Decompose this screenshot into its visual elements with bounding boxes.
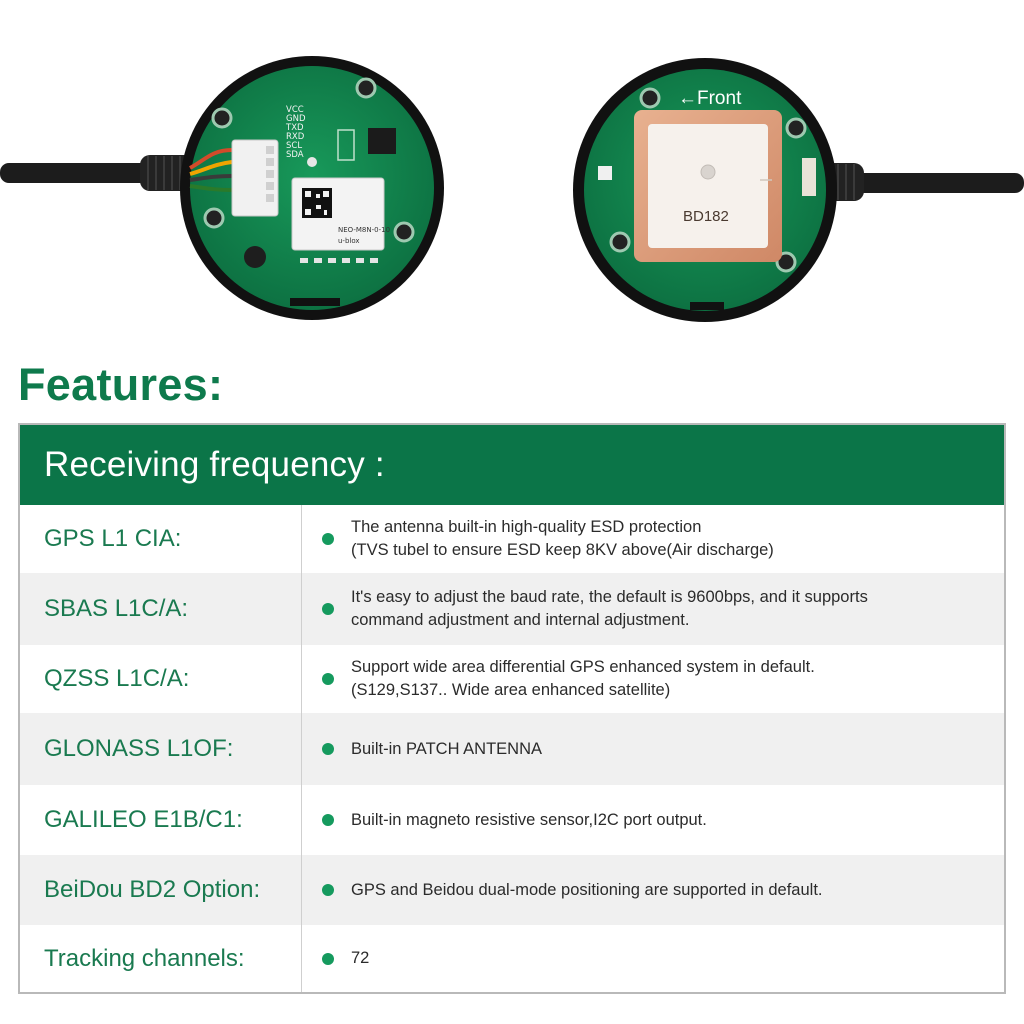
feature-rows: GPS L1 CIA: The antenna built-in high-qu… [20,505,1004,992]
row-description: It's easy to adjust the baud rate, the d… [302,573,1004,645]
row-description: The antenna built-in high-quality ESD pr… [302,505,1004,573]
row-label: GALILEO E1B/C1: [20,785,302,855]
row-description: 72 [302,925,1004,992]
description-line: The antenna built-in high-quality ESD pr… [351,518,702,536]
description-line: Built-in PATCH ANTENNA [351,739,543,758]
section-header: Receiving frequency : [44,445,385,484]
description-line: Support wide area differential GPS enhan… [351,658,815,676]
features-title: Features: [18,359,224,410]
gps-chip-model: NEO-M8N-0-10 [338,226,390,234]
table-row: GPS L1 CIA: The antenna built-in high-qu… [20,505,1004,573]
patch-element [648,124,768,248]
row-description: Support wide area differential GPS enhan… [302,645,1004,713]
cable-left [0,163,150,183]
table-row: GALILEO E1B/C1: Built-in magneto resisti… [20,785,1004,855]
bullet-icon [322,603,334,615]
cable-right [830,173,1024,193]
features-table: Receiving frequency : GPS L1 CIA: The an… [18,423,1006,994]
product-photos: VCC GND TXD RXD SCL SDA NEO-M8N-0-10 u-b… [0,0,1024,340]
table-row: QZSS L1C/A: Support wide area differenti… [20,645,1004,713]
row-label: SBAS L1C/A: [20,573,302,645]
table-row: GLONASS L1OF: Built-in PATCH ANTENNA [20,713,1004,785]
row-label: GPS L1 CIA: [20,505,302,573]
bullet-icon [322,884,334,896]
row-label: GLONASS L1OF: [20,713,302,785]
table-row: SBAS L1C/A: It's easy to adjust the baud… [20,573,1004,645]
description-line: 72 [351,949,370,967]
description-line: (TVS tubel to ensure ESD keep 8KV above(… [351,541,774,559]
bullet-icon [322,533,334,545]
gps-chip-brand: u-blox [338,237,360,245]
bullet-icon [322,743,334,755]
row-description: Built-in magneto resistive sensor,I2C po… [302,785,1004,855]
bullet-icon [322,952,334,965]
chip-small [368,128,396,154]
table-row: BeiDou BD2 Option: GPS and Beidou dual-m… [20,855,1004,925]
row-description: GPS and Beidou dual-mode positioning are… [302,855,1004,925]
gps-module-illustration: VCC GND TXD RXD SCL SDA NEO-M8N-0-10 u-b… [0,56,1024,322]
description-line: command adjustment and internal adjustme… [351,611,690,629]
description-line: (S129,S137.. Wide area enhanced satellit… [351,681,671,699]
description-line: It's easy to adjust the baud rate, the d… [351,588,868,606]
pin-label: VCC [286,105,304,115]
front-label: ←Front [678,88,742,109]
row-label: BeiDou BD2 Option: [20,855,302,925]
table-row: Tracking channels: 72 [20,925,1004,992]
description-line: Built-in magneto resistive sensor,I2C po… [351,810,707,829]
pin-label: RXD [286,132,305,142]
bullet-icon [322,673,334,685]
pin-label: GND [286,114,306,124]
pin-label: SDA [286,150,304,160]
row-label: Tracking channels: [20,925,302,992]
module-left: VCC GND TXD RXD SCL SDA NEO-M8N-0-10 u-b… [0,56,444,320]
bullet-icon [322,814,334,826]
module-right: ←Front BD182 [573,58,1024,322]
table-header: Receiving frequency : [20,425,1004,505]
description-line: GPS and Beidou dual-mode positioning are… [351,880,823,899]
buzzer [244,246,266,268]
row-description: Built-in PATCH ANTENNA [302,713,1004,785]
patch-label: BD182 [683,208,729,225]
pin-label: TXD [285,123,304,133]
row-label: QZSS L1C/A: [20,645,302,713]
pin-label: SCL [286,141,302,151]
